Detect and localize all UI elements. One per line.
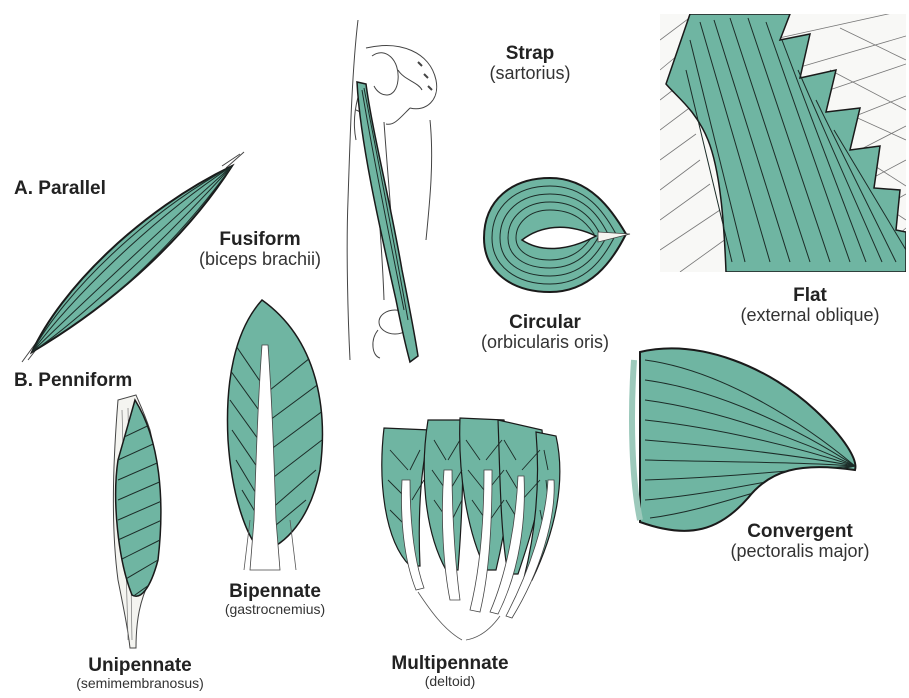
strap-example: (sartorius) — [470, 64, 590, 83]
flat-example: (external oblique) — [720, 306, 900, 325]
convergent-example: (pectoralis major) — [700, 542, 900, 561]
unipennate-example: (semimembranosus) — [50, 676, 230, 691]
strap-name: Strap — [470, 44, 590, 64]
circular-name: Circular — [460, 313, 630, 333]
circular-muscle-drawing — [484, 178, 630, 292]
flat-name: Flat — [720, 286, 900, 306]
unipennate-label: Unipennate (semimembranosus) — [50, 656, 230, 691]
convergent-name: Convergent — [700, 522, 900, 542]
flat-muscle-drawing — [660, 10, 906, 272]
circular-example: (orbicularis oris) — [460, 333, 630, 352]
penniform-heading: B. Penniform — [14, 370, 132, 392]
fusiform-name: Fusiform — [190, 230, 330, 250]
fusiform-example: (biceps brachii) — [190, 250, 330, 269]
multipennate-name: Multipennate — [370, 654, 530, 674]
convergent-muscle-drawing — [632, 349, 855, 531]
unipennate-muscle-drawing — [113, 395, 164, 648]
multipennate-example: (deltoid) — [370, 674, 530, 689]
strap-muscle-drawing — [347, 20, 437, 362]
multipennate-muscle-drawing — [382, 418, 560, 640]
flat-label: Flat (external oblique) — [720, 286, 900, 325]
strap-label: Strap (sartorius) — [470, 44, 590, 83]
convergent-label: Convergent (pectoralis major) — [700, 522, 900, 561]
bipennate-name: Bipennate — [200, 582, 350, 602]
parallel-heading: A. Parallel — [14, 178, 106, 200]
bipennate-example: (gastrocnemius) — [200, 602, 350, 617]
bipennate-muscle-drawing — [227, 300, 324, 570]
multipennate-label: Multipennate (deltoid) — [370, 654, 530, 689]
fusiform-label: Fusiform (biceps brachii) — [190, 230, 330, 269]
circular-label: Circular (orbicularis oris) — [460, 313, 630, 352]
unipennate-name: Unipennate — [50, 656, 230, 676]
bipennate-label: Bipennate (gastrocnemius) — [200, 582, 350, 617]
